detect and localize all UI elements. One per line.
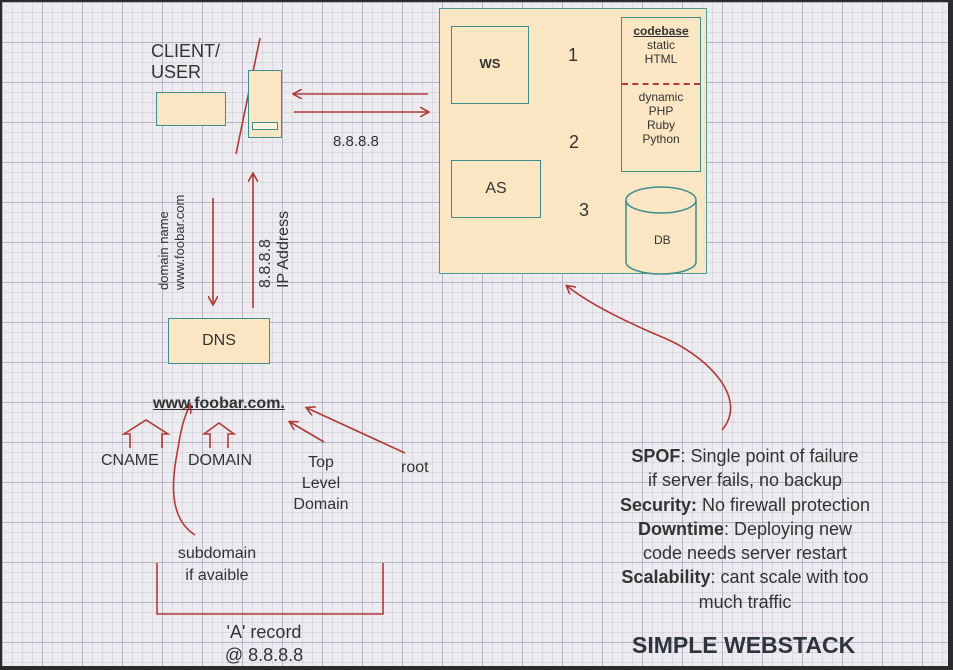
issue-text: much traffic xyxy=(698,591,792,612)
flow-number-2: 2 xyxy=(569,132,580,152)
domain-part-label: DOMAIN xyxy=(188,452,252,469)
issue-text: : cant scale with too xyxy=(710,567,869,588)
cname-up-arrow xyxy=(121,419,171,448)
dynamic-line-4: Python xyxy=(642,132,680,146)
issue-key: Scalability xyxy=(621,567,711,588)
client-tower-slot xyxy=(252,122,278,130)
subdomain-line-2: if avaible xyxy=(185,567,249,585)
issue-line: if server fails, no backup xyxy=(582,468,908,492)
client-title-line1: CLIENT/ xyxy=(151,41,221,61)
as-box: AS xyxy=(451,160,541,218)
issue-line: code needs server restart xyxy=(582,541,908,565)
flow-number-3: 3 xyxy=(579,200,590,220)
dns-query-label: domain name www.foobar.com xyxy=(156,195,189,290)
issue-line: SPOF: Single point of failure xyxy=(582,444,908,468)
issue-text: : Single point of failure xyxy=(680,446,859,466)
domain-name-label: www.foobar.com. xyxy=(153,395,285,412)
db-cylinder xyxy=(625,186,697,275)
a-record-line-2: @ 8.8.8.8 xyxy=(224,645,304,666)
dns-query-line2: www.foobar.com xyxy=(172,194,188,290)
issue-key: Downtime xyxy=(637,518,724,539)
issues-block: SPOF: Single point of failure if server … xyxy=(582,444,908,614)
domain-up-arrow xyxy=(201,422,237,448)
diagram-title: SIMPLE WEBSTACK xyxy=(632,632,856,658)
a-record-line-1: 'A' record xyxy=(226,622,302,642)
a-record-label: 'A' record @ 8.8.8.8 xyxy=(202,621,326,666)
issue-key: SPOF xyxy=(631,446,681,466)
client-title-line2: USER xyxy=(151,61,202,82)
db-label: DB xyxy=(654,233,671,247)
issue-text: No firewall protection xyxy=(696,494,871,515)
arrow-root-pointer xyxy=(307,408,406,454)
codebase-title: codebase xyxy=(633,24,689,38)
issue-line: Scalability: cant scale with too xyxy=(582,565,908,589)
as-label: AS xyxy=(485,180,507,197)
codebase-box: codebase static HTML dynamic PHP Ruby Py… xyxy=(621,17,701,172)
dns-answer-label: 8.8.8.8 IP Address xyxy=(257,211,294,288)
server-ip-label: 8.8.8.8 xyxy=(333,133,379,150)
subdomain-line-1: subdomain xyxy=(177,545,257,562)
cname-label: CNAME xyxy=(101,452,159,469)
dns-box-label: DNS xyxy=(202,332,236,349)
root-label: root xyxy=(401,459,429,476)
arrow-issues-to-server xyxy=(567,286,732,431)
tld-line-2: Level xyxy=(301,474,341,492)
flow-number-1: 1 xyxy=(568,45,579,65)
issue-text: if server fails, no backup xyxy=(647,470,843,491)
ws-label: WS xyxy=(479,56,501,71)
issue-line: Security: No firewall protection xyxy=(582,493,908,517)
tld-line-1: Top xyxy=(308,454,334,471)
ws-box: WS xyxy=(451,26,529,104)
issue-line: Downtime: Deploying new xyxy=(582,517,908,541)
dns-answer-line1: 8.8.8.8 xyxy=(257,239,274,288)
tld-line-3: Domain xyxy=(293,495,349,513)
dns-query-line1: domain name xyxy=(156,211,171,290)
subdomain-label: subdomain if avaible xyxy=(166,543,268,588)
dns-box: DNS xyxy=(168,318,270,364)
codebase-divider xyxy=(622,83,700,85)
static-line-2: HTML xyxy=(644,52,678,66)
issue-text: : Deploying new xyxy=(723,518,853,539)
issue-text: code needs server restart xyxy=(642,543,848,564)
client-monitor-box xyxy=(156,92,226,126)
issue-key: Security: xyxy=(619,494,697,515)
issue-line: much traffic xyxy=(582,590,908,614)
static-line-1: static xyxy=(646,38,675,52)
client-title: CLIENT/ USER xyxy=(151,41,220,82)
dynamic-line-3: Ruby xyxy=(646,118,675,132)
dns-answer-line2: IP Address xyxy=(275,210,293,288)
dynamic-line-1: dynamic xyxy=(638,90,684,104)
tld-label: Top Level Domain xyxy=(286,453,356,515)
arrow-tld-pointer xyxy=(290,422,325,443)
dynamic-line-2: PHP xyxy=(648,104,674,118)
